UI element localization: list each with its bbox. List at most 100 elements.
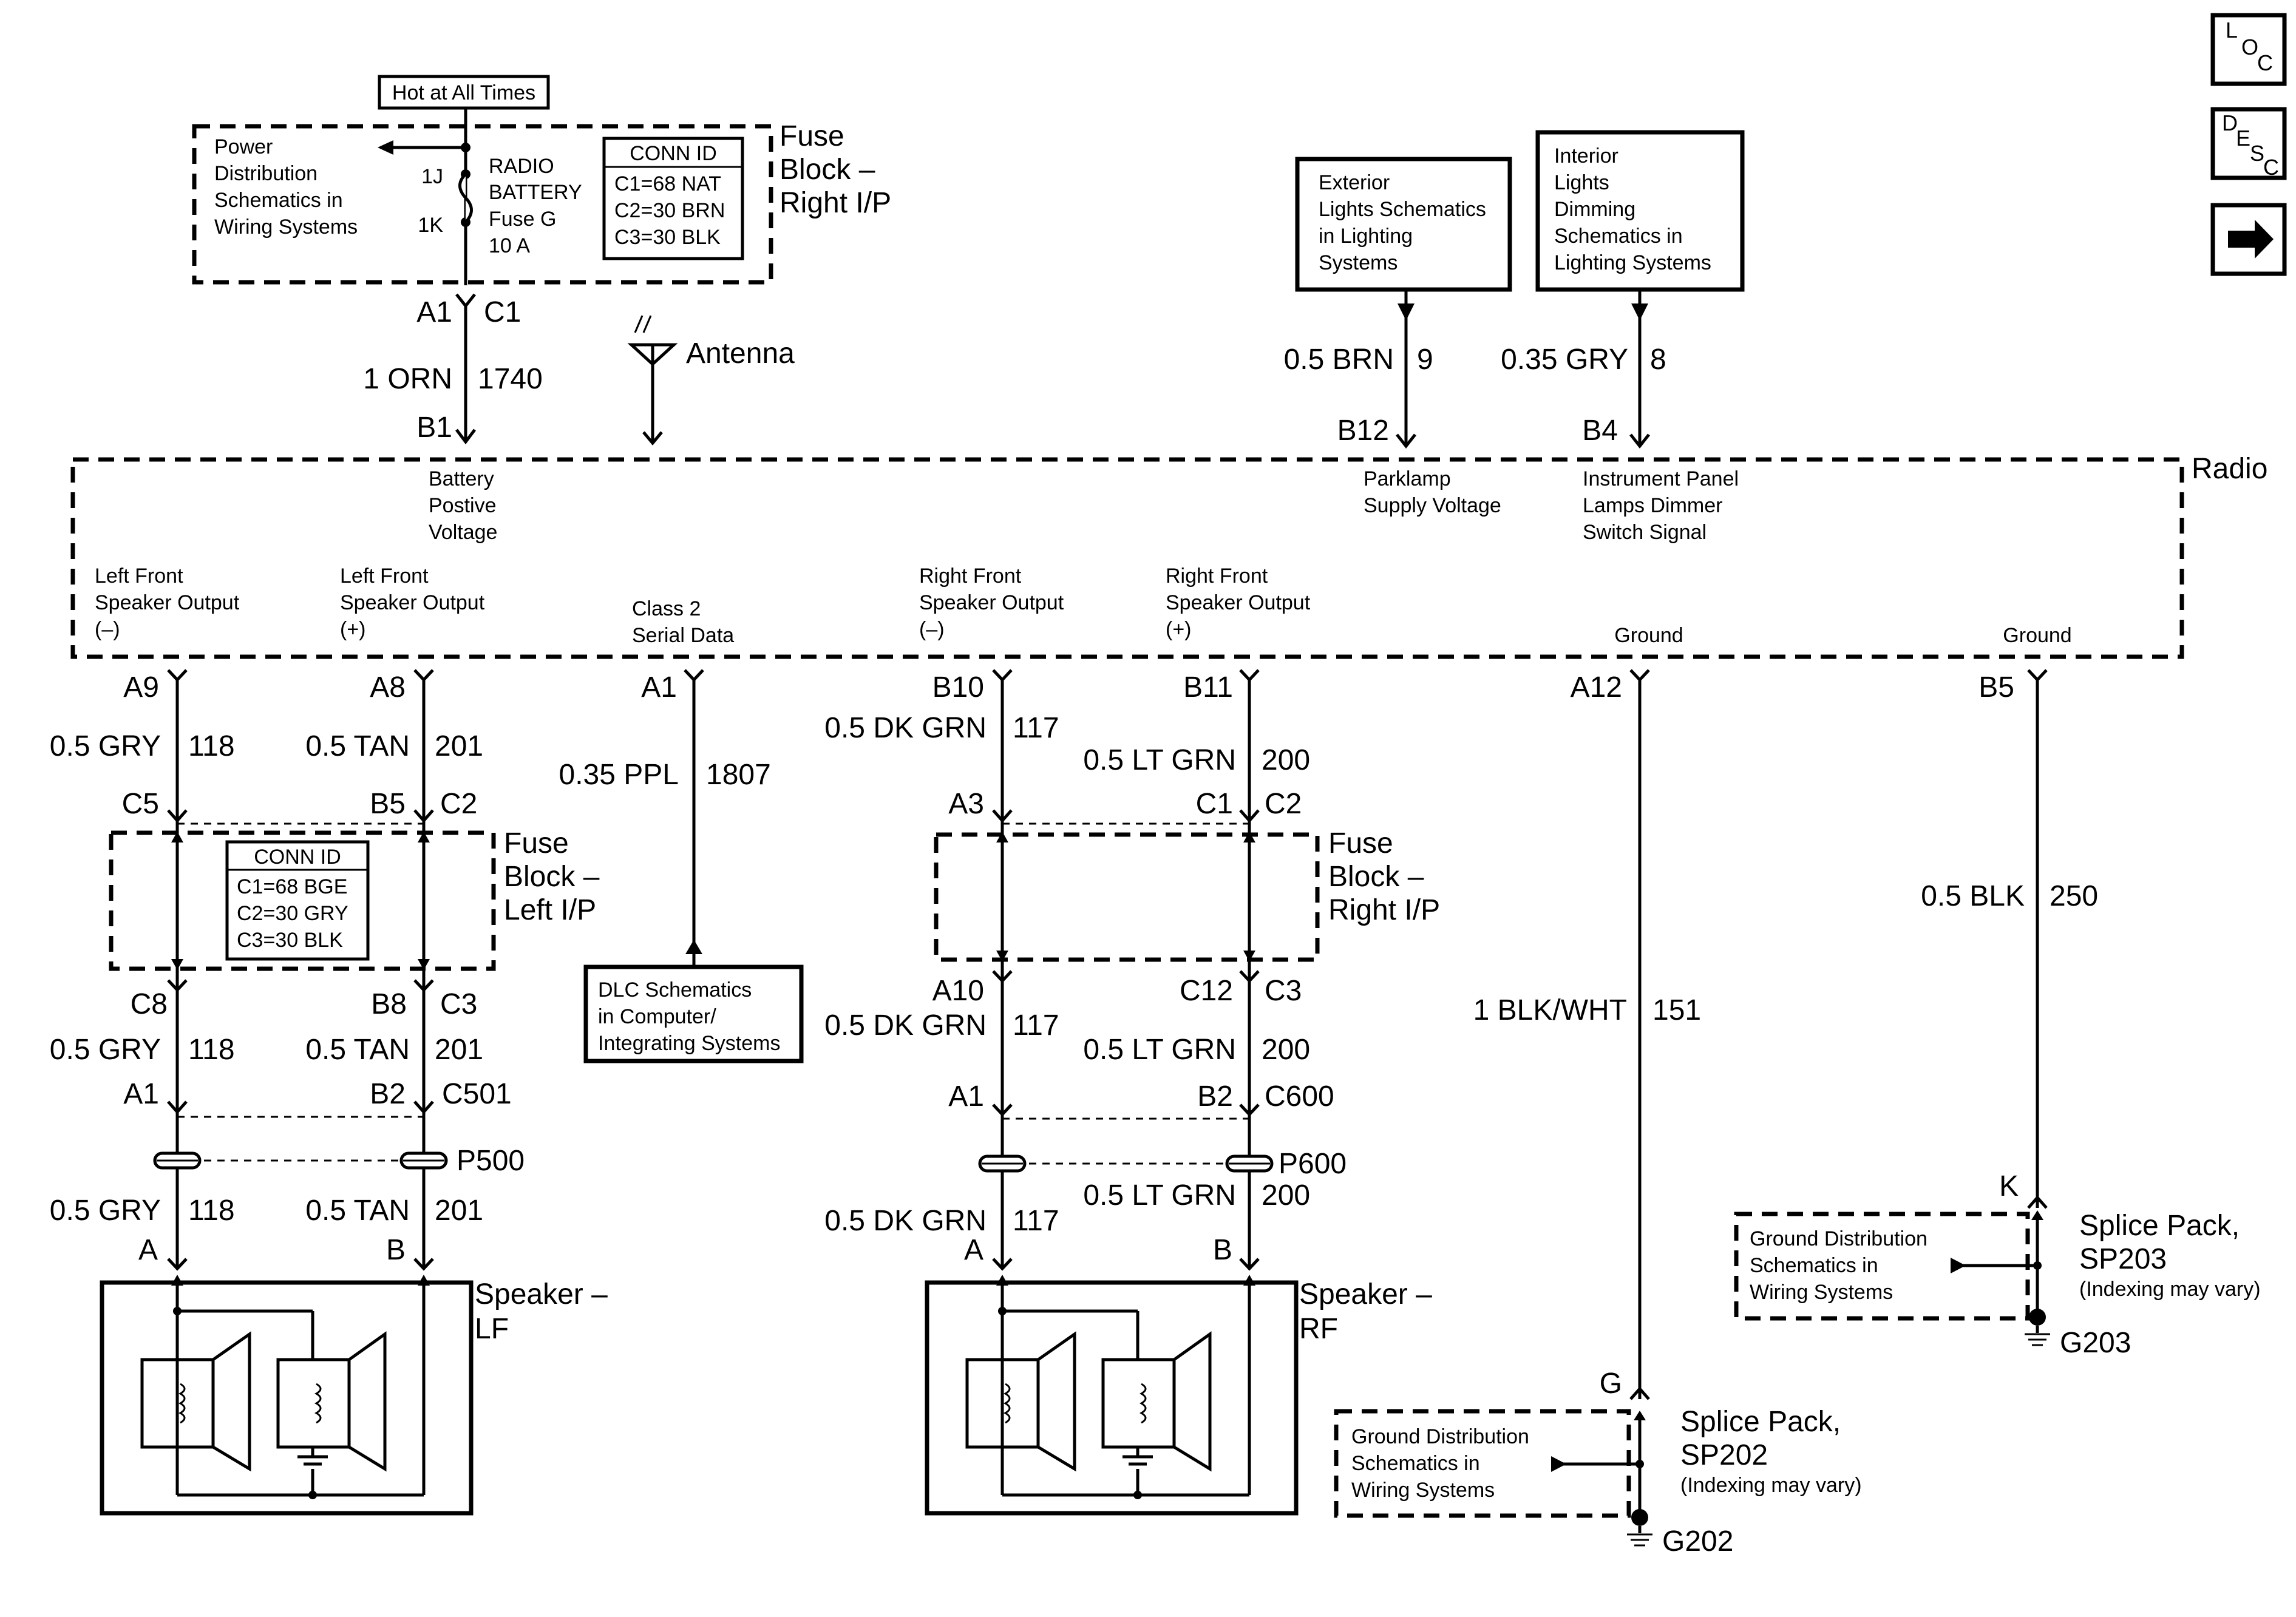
svg-text:CONN ID: CONN ID	[630, 142, 717, 165]
svg-text:(Indexing may vary): (Indexing may vary)	[1680, 1474, 1862, 1497]
svg-text:0.5 DK GRN: 0.5 DK GRN	[824, 712, 987, 744]
ground-distribution-box-sp202[interactable]: Ground Distribution Schematics in Wiring…	[1351, 1425, 1529, 1502]
svg-text:Serial Data: Serial Data	[632, 624, 734, 647]
svg-text:C3: C3	[1265, 975, 1302, 1007]
svg-text:118: 118	[188, 1034, 235, 1066]
svg-text:Class 2: Class 2	[632, 597, 701, 620]
svg-text:(+): (+)	[1166, 618, 1192, 641]
interior-lights-box[interactable]: Interior Lights Dimming Schematics in Li…	[1535, 130, 1745, 292]
svg-text:B2: B2	[1197, 1080, 1233, 1113]
svg-text:B: B	[1213, 1234, 1232, 1266]
svg-text:Speaker Output: Speaker Output	[340, 591, 485, 614]
radio-lf-pos-label: Left Front Speaker Output (+)	[340, 564, 485, 641]
svg-text:G202: G202	[1662, 1525, 1733, 1558]
splice-pack-sp203-outline	[1734, 1212, 2030, 1321]
svg-text:C2=30 BRN: C2=30 BRN	[614, 199, 725, 222]
svg-text:Schematics in: Schematics in	[1351, 1452, 1480, 1475]
svg-text:A: A	[138, 1234, 158, 1266]
exterior-lights-box[interactable]: Exterior Lights Schematics in Lighting S…	[1295, 157, 1512, 292]
svg-text:0.5 LT GRN: 0.5 LT GRN	[1083, 744, 1236, 776]
svg-text:in Lighting: in Lighting	[1319, 225, 1413, 248]
svg-text:0.5 LT GRN: 0.5 LT GRN	[1083, 1034, 1236, 1066]
speaker-lf: Speaker – LF	[100, 1275, 608, 1516]
svg-text:117: 117	[1013, 1205, 1059, 1237]
desc-button[interactable]: D E S C	[2210, 107, 2287, 180]
svg-text:B2: B2	[370, 1078, 406, 1110]
svg-text:Speaker Output: Speaker Output	[919, 591, 1064, 614]
svg-text:118: 118	[188, 730, 235, 762]
svg-text:Splice Pack,: Splice Pack,	[2079, 1210, 2240, 1242]
svg-text:1 BLK/WHT: 1 BLK/WHT	[1473, 994, 1627, 1026]
dlc-schematics-box[interactable]: DLC Schematics in Computer/ Integrating …	[583, 964, 804, 1063]
next-button[interactable]	[2210, 203, 2287, 276]
svg-text:Switch Signal: Switch Signal	[1583, 521, 1707, 544]
svg-text:C600: C600	[1265, 1080, 1334, 1113]
svg-text:RADIO: RADIO	[489, 155, 554, 178]
fuse-block-top-outline	[192, 124, 773, 285]
svg-text:DLC Schematics: DLC Schematics	[598, 978, 752, 1002]
svg-text:C3: C3	[440, 988, 477, 1020]
svg-text:Postive: Postive	[429, 494, 497, 517]
svg-text:Left Front: Left Front	[95, 564, 183, 588]
radio-parklamp-label: Parklamp Supply Voltage	[1364, 467, 1501, 517]
svg-text:A1: A1	[641, 671, 677, 703]
svg-text:Block –: Block –	[504, 861, 600, 893]
svg-text:C1=68 BGE: C1=68 BGE	[237, 875, 347, 898]
svg-text:SP203: SP203	[2079, 1243, 2167, 1275]
svg-text:10 A: 10 A	[489, 234, 530, 257]
ground-distribution-box-sp203[interactable]: Ground Distribution Schematics in Wiring…	[1750, 1227, 1927, 1304]
parklamp-wire-9: 0.5 BRN 9 B12	[1284, 290, 1433, 449]
svg-text:Voltage: Voltage	[429, 521, 497, 544]
svg-text:Antenna: Antenna	[686, 337, 795, 370]
svg-text:CONN ID: CONN ID	[254, 846, 341, 869]
svg-text:117: 117	[1013, 712, 1059, 744]
svg-text:C: C	[2263, 155, 2279, 180]
svg-text:C12: C12	[1180, 975, 1233, 1007]
ground-wire-250: B5 0.5 BLK 250 K G203	[1921, 669, 2131, 1359]
svg-text:Wiring Systems: Wiring Systems	[1750, 1281, 1893, 1304]
svg-text:Exterior: Exterior	[1319, 171, 1390, 194]
svg-text:C1: C1	[1196, 788, 1233, 820]
svg-text:D: D	[2222, 110, 2238, 135]
svg-text:9: 9	[1417, 344, 1433, 376]
svg-text:Speaker –: Speaker –	[475, 1278, 608, 1310]
svg-text:LF: LF	[475, 1313, 509, 1345]
fuse-block-right-ip-label: Fuse Block – Right I/P	[779, 120, 891, 219]
svg-text:Right I/P: Right I/P	[779, 187, 891, 219]
svg-text:Hot at All Times: Hot at All Times	[392, 81, 535, 104]
svg-text:G: G	[1600, 1368, 1622, 1400]
svg-text:Fuse G: Fuse G	[489, 208, 556, 231]
radio-rf-pos-label: Right Front Speaker Output (+)	[1166, 564, 1311, 641]
svg-text:117: 117	[1013, 1009, 1059, 1042]
loc-button[interactable]: L O C	[2210, 13, 2287, 86]
ground-wire-151: A12 1 BLK/WHT 151 G G202	[1473, 669, 1733, 1558]
svg-text:0.5 TAN: 0.5 TAN	[305, 1034, 410, 1066]
svg-text:C501: C501	[442, 1078, 512, 1110]
radio-title: Radio	[2192, 453, 2267, 485]
svg-text:RF: RF	[1299, 1313, 1338, 1345]
right-labels: B10 B11 0.5 DK GRN 117 0.5 LT GRN 200 A3…	[824, 671, 1440, 1266]
svg-text:B4: B4	[1582, 415, 1618, 447]
svg-text:A8: A8	[370, 671, 406, 703]
svg-text:Fuse: Fuse	[779, 120, 844, 152]
svg-text:0.5 LT GRN: 0.5 LT GRN	[1083, 1179, 1236, 1212]
svg-text:0.5 GRY: 0.5 GRY	[50, 730, 161, 762]
dimmer-wire-8: 0.35 GRY 8 B4	[1501, 290, 1666, 449]
right-circuits	[934, 669, 1320, 1271]
svg-text:Distribution: Distribution	[214, 162, 318, 185]
svg-text:1K: 1K	[418, 214, 443, 237]
svg-text:0.35 GRY: 0.35 GRY	[1501, 344, 1628, 376]
arrow-right-icon	[2228, 220, 2274, 259]
svg-text:BATTERY: BATTERY	[489, 181, 582, 204]
svg-text:Right Front: Right Front	[919, 564, 1022, 588]
svg-text:Block –: Block –	[779, 154, 875, 186]
radio-battery-label: Battery Postive Voltage	[429, 467, 497, 544]
svg-text:200: 200	[1262, 1179, 1310, 1212]
svg-text:Integrating Systems: Integrating Systems	[598, 1032, 780, 1055]
svg-text:Block –: Block –	[1328, 861, 1424, 893]
radio-ip-dimmer-label: Instrument Panel Lamps Dimmer Switch Sig…	[1583, 467, 1739, 544]
svg-text:1807: 1807	[706, 759, 771, 791]
left-circuits	[109, 669, 496, 1271]
svg-text:0.5 DK GRN: 0.5 DK GRN	[824, 1205, 987, 1237]
svg-text:0.5 DK GRN: 0.5 DK GRN	[824, 1009, 987, 1042]
